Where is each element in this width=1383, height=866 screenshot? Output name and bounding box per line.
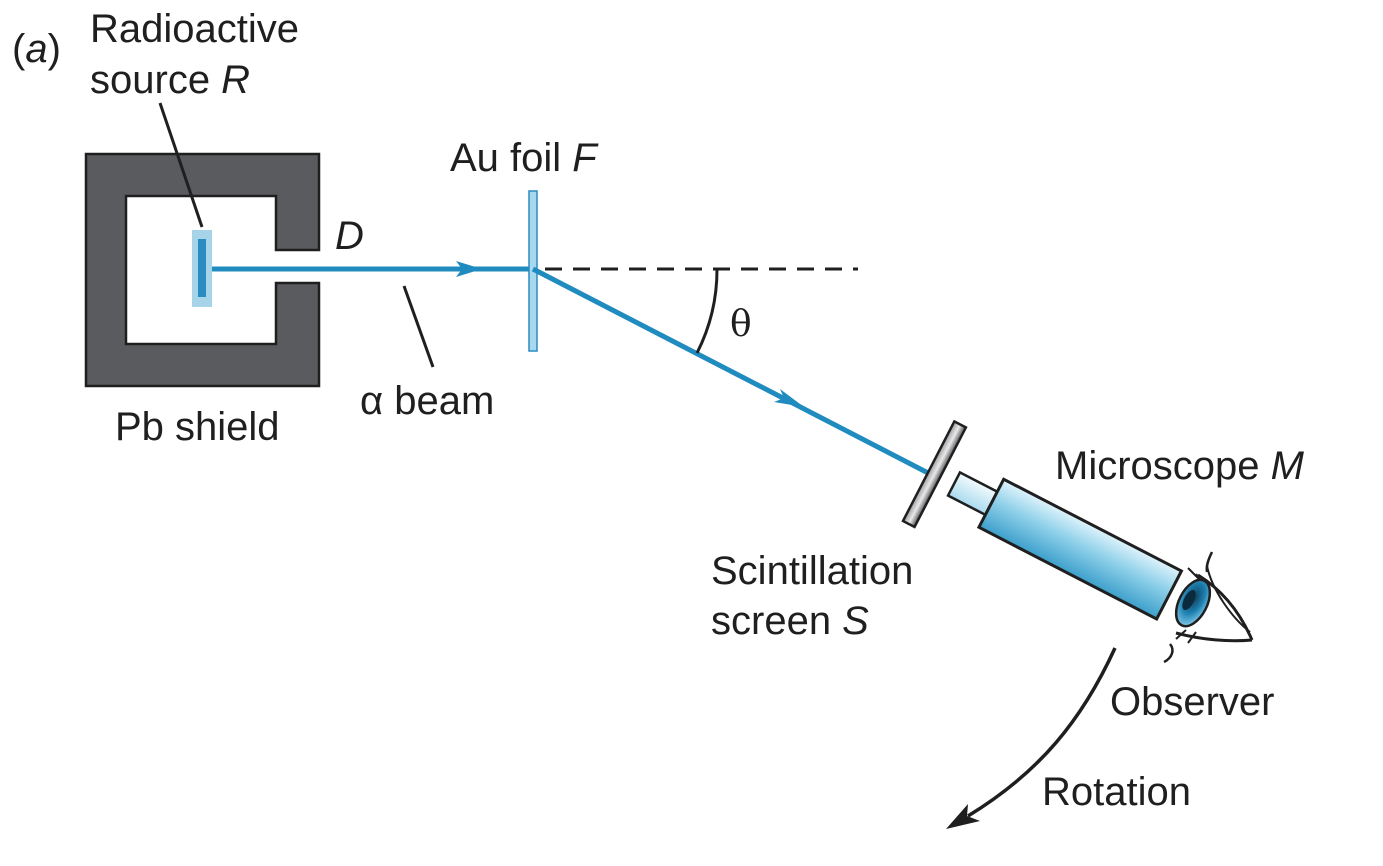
microscope — [946, 470, 1184, 622]
screen-label-line1: Scintillation — [711, 549, 913, 593]
source-label-line1: Radioactive — [90, 7, 299, 51]
source-label-var: R — [221, 58, 251, 102]
alpha-beam-arrowhead-incident — [456, 261, 482, 277]
observer-eye-icon — [1163, 551, 1254, 664]
scattering-angle-arc — [695, 268, 719, 354]
screen-label-line2: screen S — [711, 599, 869, 643]
microscope-label: Microscope M — [1055, 444, 1304, 488]
rotation-arrow — [967, 647, 1117, 818]
screen-label-line1-text: Scintillation — [711, 549, 914, 593]
screen-label-text: screen — [711, 599, 843, 643]
microscope-label-text: Microscope — [1055, 444, 1271, 488]
rotation-arrowhead — [946, 804, 980, 829]
microscope-label-var: M — [1270, 444, 1304, 488]
radioactive-source-inner — [198, 239, 206, 297]
beam-label: α beam — [360, 379, 494, 423]
figure-part-label: (a) — [12, 27, 61, 71]
beam-label-text: beam — [383, 379, 495, 423]
figure-part-label-close: ) — [47, 27, 61, 71]
alpha-beam-arrowhead-scattered — [774, 389, 804, 407]
figure-part-label-letter: a — [25, 27, 48, 71]
foil-label-var: F — [572, 136, 597, 180]
angle-label: θ — [730, 304, 752, 345]
lead-shield — [84, 152, 321, 388]
alpha-beam-scattered — [531, 266, 934, 478]
microscope-body — [976, 477, 1184, 622]
beam-leader-line — [402, 285, 435, 368]
source-label-line1-text: Radioactive — [90, 7, 300, 51]
scintillation-screen — [901, 419, 968, 529]
observer-label: Observer — [1110, 680, 1275, 724]
rotation-label: Rotation — [1042, 770, 1191, 814]
figure-part-label-open: ( — [12, 27, 26, 71]
foil-label: Au foil F — [450, 136, 597, 180]
source-label-text: source — [90, 58, 222, 102]
foil-label-text: Au foil — [450, 136, 573, 180]
beam-label-symbol: α — [360, 379, 384, 423]
source-label-line2: source R — [90, 58, 250, 102]
opening-label: D — [335, 214, 364, 258]
screen-label-var: S — [842, 599, 869, 643]
shield-label: Pb shield — [115, 405, 280, 449]
source-leader-line — [158, 102, 204, 228]
